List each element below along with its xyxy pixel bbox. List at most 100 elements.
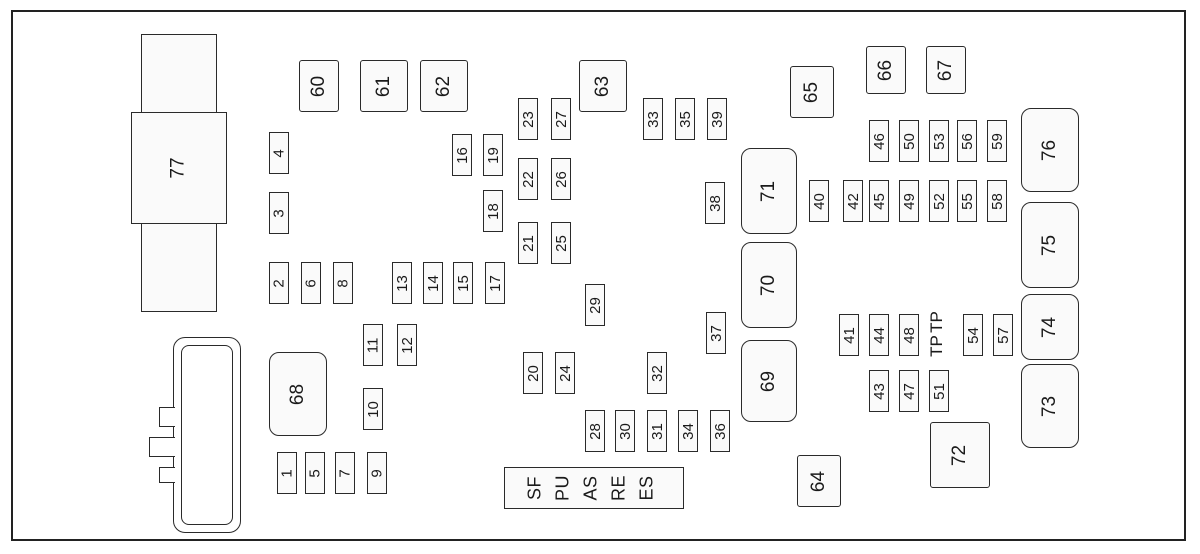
fuse-47: 47 — [899, 370, 919, 412]
component-label-26: 26 — [552, 170, 570, 188]
component-label-55: 55 — [958, 192, 976, 210]
component-label-31: 31 — [648, 422, 666, 440]
component-label-51: 51 — [930, 382, 948, 400]
component-label-65: 65 — [801, 81, 823, 103]
component-label-23: 23 — [519, 110, 537, 128]
fuse-17: 17 — [485, 262, 505, 304]
relay-65: 65 — [790, 66, 834, 118]
fuse-43: 43 — [869, 370, 889, 412]
fuse-46: 46 — [869, 120, 889, 162]
spare-fuse-strip: SF PU AS RE ES — [504, 467, 684, 509]
relay-66: 66 — [866, 46, 906, 94]
component-label-39: 39 — [708, 110, 726, 128]
component-label-70: 70 — [758, 274, 780, 296]
relay-62: 62 — [420, 60, 468, 112]
fuse-55: 55 — [957, 180, 977, 222]
fuse-53: 53 — [929, 120, 949, 162]
fuse-1: 1 — [277, 452, 297, 494]
component-label-67: 67 — [935, 59, 957, 81]
relay-71: 71 — [741, 148, 797, 234]
component-label-30: 30 — [616, 422, 634, 440]
component-label-73: 73 — [1039, 395, 1061, 417]
strip-label-es: ES — [636, 475, 657, 501]
component-label-74: 74 — [1039, 316, 1061, 338]
component-label-40: 40 — [810, 192, 828, 210]
component-label-24: 24 — [556, 364, 574, 382]
component-label-63: 63 — [592, 75, 614, 97]
tp-label-1: TP — [926, 311, 946, 333]
fuse-29: 29 — [585, 284, 605, 326]
fuse-16: 16 — [452, 134, 472, 176]
component-label-19: 19 — [484, 146, 502, 164]
component-label-44: 44 — [870, 326, 888, 344]
component-label-17: 17 — [486, 274, 504, 292]
fuse-24: 24 — [555, 352, 575, 394]
fuse-40: 40 — [809, 180, 829, 222]
fuse-12: 12 — [397, 324, 417, 366]
component-label-25: 25 — [552, 234, 570, 252]
fuse-13: 13 — [392, 262, 412, 304]
fuse-37: 37 — [706, 312, 726, 354]
component-label-59: 59 — [988, 132, 1006, 150]
component-label-5: 5 — [306, 468, 324, 478]
component-label-68: 68 — [287, 383, 309, 405]
relay-72: 72 — [930, 422, 990, 488]
component-label-50: 50 — [900, 132, 918, 150]
fuse-7: 7 — [335, 452, 355, 494]
component-label-11: 11 — [364, 337, 382, 353]
component-label-37: 37 — [707, 324, 725, 342]
fuse-42: 42 — [843, 180, 863, 222]
component-label-62: 62 — [433, 75, 455, 97]
fuse-18: 18 — [483, 190, 503, 232]
fuse-36: 36 — [710, 410, 730, 452]
component-label-9: 9 — [368, 468, 386, 478]
fuse-28: 28 — [585, 410, 605, 452]
fuse-10: 10 — [363, 388, 383, 430]
component-label-56: 56 — [958, 132, 976, 150]
fuse-52: 52 — [929, 180, 949, 222]
fuse-26: 26 — [551, 158, 571, 200]
fuse-34: 34 — [678, 410, 698, 452]
strip-label-re: RE — [608, 474, 629, 502]
strip-label-sf: SF — [524, 475, 545, 501]
fuse-4: 4 — [269, 132, 289, 174]
component-label-8: 8 — [334, 278, 352, 288]
relay-73: 73 — [1021, 364, 1079, 448]
strip-label-pu: PU — [552, 474, 573, 502]
relay-69: 69 — [741, 340, 797, 422]
component-label-57: 57 — [994, 326, 1012, 344]
relay-60: 60 — [299, 60, 339, 112]
fuse-39: 39 — [707, 98, 727, 140]
fuse-6: 6 — [301, 262, 321, 304]
component-label-6: 6 — [302, 278, 320, 288]
component-label-66: 66 — [875, 59, 897, 81]
relay-61: 61 — [360, 60, 408, 112]
fuse-9: 9 — [367, 452, 387, 494]
connector-77-label: 77 — [167, 157, 189, 179]
component-label-18: 18 — [484, 202, 502, 220]
fuse-30: 30 — [615, 410, 635, 452]
component-label-69: 69 — [758, 370, 780, 392]
component-label-35: 35 — [676, 110, 694, 128]
relay-76: 76 — [1021, 108, 1079, 192]
fuse-27: 27 — [551, 98, 571, 140]
component-label-32: 32 — [648, 364, 666, 382]
component-label-42: 42 — [844, 192, 862, 210]
component-label-53: 53 — [930, 132, 948, 150]
component-label-58: 58 — [988, 192, 1006, 210]
fuse-33: 33 — [643, 98, 663, 140]
component-label-1: 1 — [278, 468, 296, 478]
component-label-71: 71 — [758, 180, 780, 202]
component-label-76: 76 — [1039, 139, 1061, 161]
component-label-36: 36 — [711, 422, 729, 440]
component-label-75: 75 — [1039, 234, 1061, 256]
component-label-64: 64 — [808, 470, 830, 492]
component-label-47: 47 — [900, 382, 918, 400]
component-label-33: 33 — [644, 110, 662, 128]
component-label-28: 28 — [586, 422, 604, 440]
component-label-4: 4 — [270, 148, 288, 158]
component-label-34: 34 — [679, 422, 697, 440]
component-label-54: 54 — [964, 326, 982, 344]
fuse-38: 38 — [705, 182, 725, 224]
component-label-13: 13 — [393, 274, 411, 292]
